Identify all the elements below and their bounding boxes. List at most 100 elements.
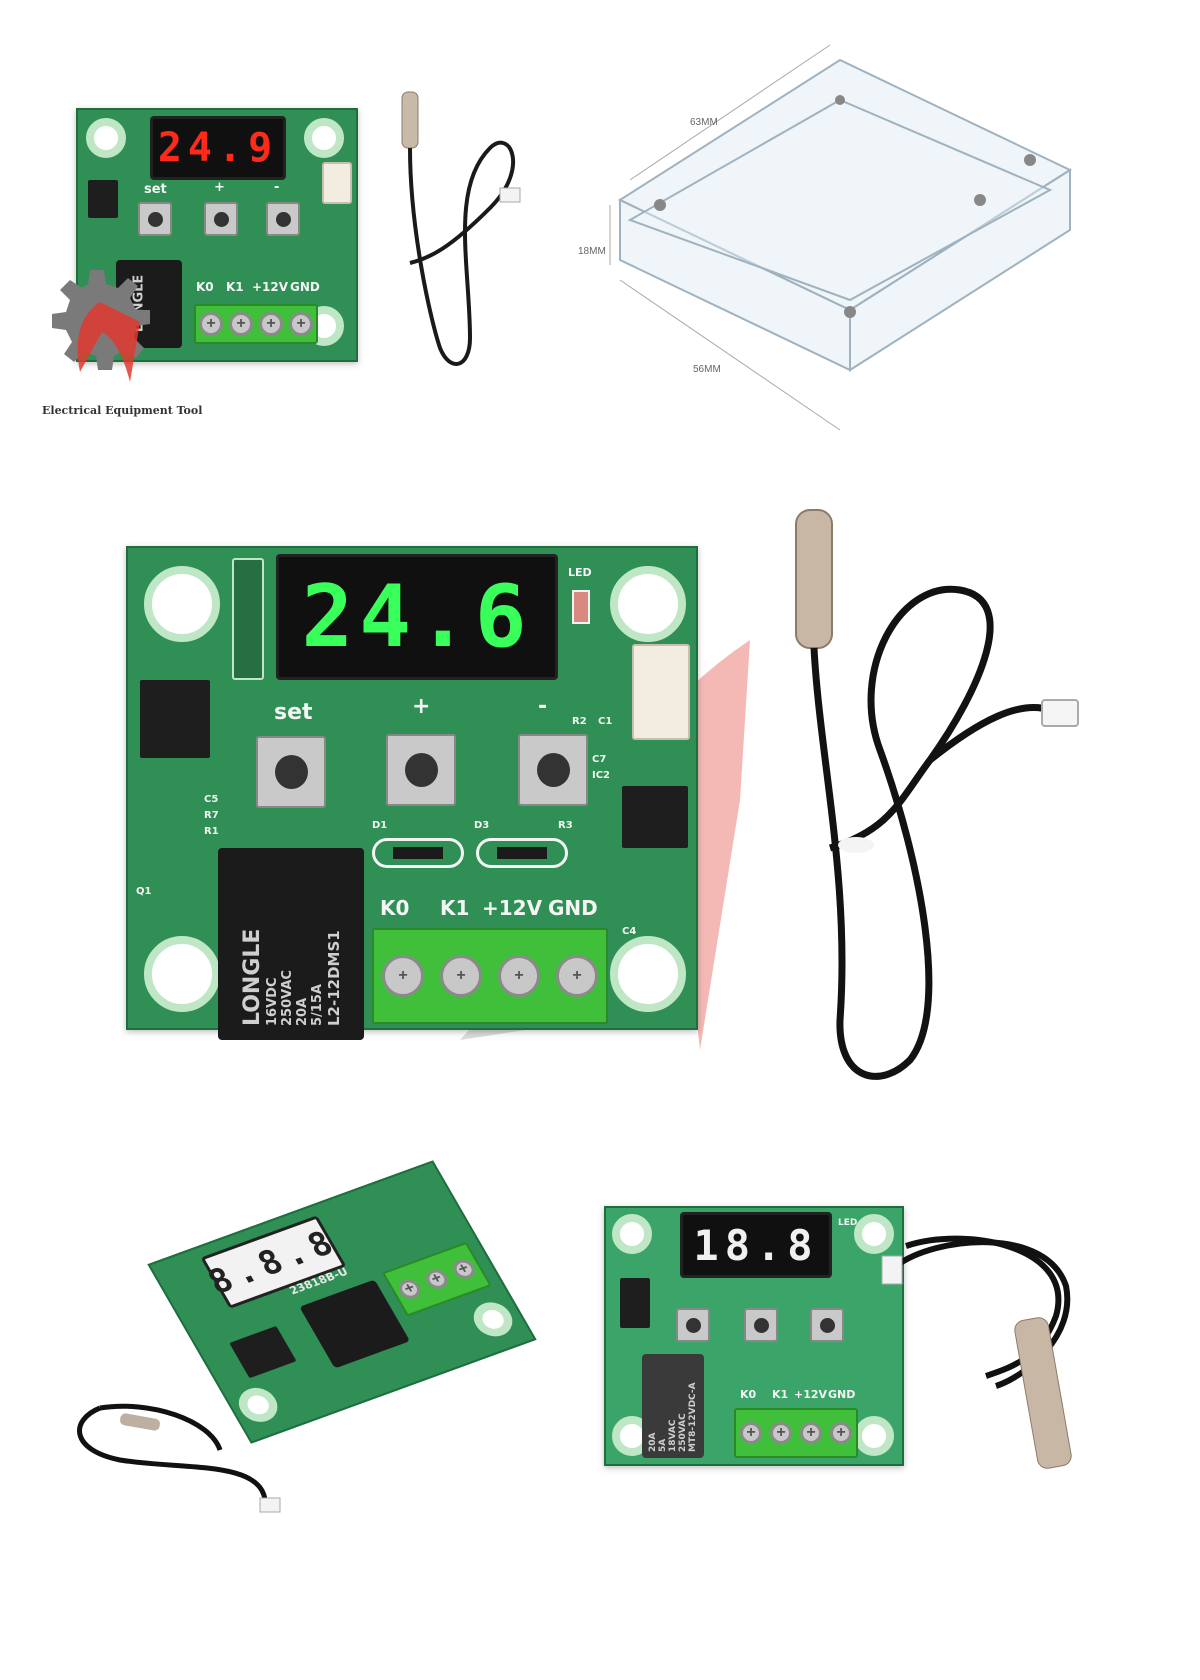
mount-hole — [854, 1416, 894, 1456]
relay: 20A 5A 18VAC 250VAC MT8-12VDC-A — [642, 1354, 704, 1458]
mount-hole — [466, 1297, 520, 1342]
relay-spec: 18VAC — [668, 1419, 678, 1452]
case-length-label: 63MM — [690, 117, 718, 128]
case-height-label: 18MM — [578, 246, 606, 257]
component-label-r3: R3 — [558, 820, 573, 831]
terminal-label-12v: +12V — [482, 896, 543, 920]
relay-spec: 5A — [658, 1438, 668, 1452]
screw-terminal — [381, 1241, 492, 1317]
ic-chip — [620, 1278, 650, 1328]
screw — [830, 1422, 852, 1444]
component-label-c5: C5 — [204, 794, 219, 805]
component-label-r2: R2 — [572, 716, 587, 727]
temperature-display: 24.9 — [150, 116, 286, 180]
relay-model: MT8-12VDC-A — [688, 1382, 698, 1452]
plus-label: + — [412, 694, 431, 719]
component-label-ic2: IC2 — [592, 770, 611, 781]
set-button[interactable] — [138, 202, 172, 236]
set-button[interactable] — [256, 736, 326, 808]
screw — [259, 312, 283, 336]
minus-button[interactable] — [518, 734, 588, 806]
sensor-connector — [322, 162, 352, 204]
component-label-q1: Q1 — [136, 886, 152, 897]
plus-button[interactable] — [204, 202, 238, 236]
screw — [498, 955, 540, 997]
temperature-display: 8.8.8 — [200, 1215, 347, 1309]
temperature-probe — [795, 509, 1079, 1080]
terminal-label-k0: K0 — [740, 1388, 757, 1401]
sensor-connector — [632, 644, 690, 740]
led-label: LED — [568, 566, 592, 579]
component-label-c1: C1 — [598, 716, 613, 727]
mount-hole — [304, 118, 344, 158]
relay-spec: 5/15A — [309, 984, 325, 1026]
screw — [199, 312, 223, 336]
terminal-label-gnd: GND — [290, 280, 320, 294]
voltage-regulator — [622, 786, 688, 848]
diode-d1 — [372, 838, 464, 868]
relay-spec: 250VAC — [678, 1413, 688, 1452]
screw — [800, 1422, 822, 1444]
screw — [395, 1276, 425, 1302]
minus-button[interactable] — [266, 202, 300, 236]
set-label: set — [274, 700, 313, 725]
plus-label: + — [214, 180, 225, 195]
plus-button[interactable] — [386, 734, 456, 806]
header-pins — [232, 558, 264, 680]
mount-hole — [610, 566, 686, 642]
screw-terminal — [372, 928, 608, 1024]
terminal-label-k1: K1 — [772, 1388, 789, 1401]
screw — [770, 1422, 792, 1444]
mount-hole — [854, 1214, 894, 1254]
minus-button[interactable] — [810, 1308, 844, 1342]
relay: LONGLE 16VDC 250VAC 20A 5/15A L2-12DMS1 — [218, 848, 364, 1040]
terminal-label-gnd: GND — [548, 896, 598, 920]
plus-button[interactable] — [744, 1308, 778, 1342]
screw — [740, 1422, 762, 1444]
minus-label: - — [538, 694, 548, 719]
component-label-c7: C7 — [592, 754, 607, 765]
mount-hole — [144, 936, 220, 1012]
gear-icon — [52, 270, 150, 382]
component-label-d3: D3 — [474, 820, 490, 831]
acrylic-case — [609, 44, 1073, 431]
relay-model: L2-12DMS1 — [324, 930, 343, 1026]
main-thermostat-board: 24.6 LED set + - R2 C1 C7 IC2 C5 R7 R1 Q… — [126, 546, 698, 1040]
relay-spec: 250VAC — [279, 970, 295, 1026]
terminal-label-12v: +12V — [252, 280, 289, 294]
set-label: set — [144, 182, 167, 197]
terminal-label-k1: K1 — [440, 896, 470, 920]
screw-terminal — [194, 304, 318, 344]
set-button[interactable] — [676, 1308, 710, 1342]
temperature-display: 18.8 — [680, 1212, 832, 1278]
screw — [382, 955, 424, 997]
component-label-r7: R7 — [204, 810, 219, 821]
led-label: LED — [838, 1218, 858, 1228]
screw — [556, 955, 598, 997]
screw — [229, 312, 253, 336]
bottom-right-thermostat-board: 18.8 LED 20A 5A 18VAC 250VAC MT8-12VDC-A… — [604, 1206, 904, 1466]
ic-chip — [88, 180, 118, 218]
temperature-probe — [401, 91, 521, 366]
brand-logo-text: Electrical Equipment Tool — [42, 404, 203, 417]
case-width-label: 56MM — [693, 364, 721, 375]
ic-chip — [229, 1325, 297, 1379]
mount-hole — [612, 1214, 652, 1254]
terminal-label-gnd: GND — [828, 1388, 856, 1401]
mount-hole — [610, 936, 686, 1012]
relay-spec: 20A — [294, 997, 310, 1026]
temperature-display: 24.6 — [276, 554, 558, 680]
terminal-label-12v: +12V — [794, 1388, 828, 1401]
relay-spec: 16VDC — [264, 977, 280, 1026]
screw — [289, 312, 313, 336]
terminal-label-k0: K0 — [380, 896, 410, 920]
mount-hole — [86, 118, 126, 158]
minus-label: - — [274, 180, 280, 195]
component-label-d1: D1 — [372, 820, 388, 831]
ic-chip — [140, 680, 210, 758]
temperature-probe — [881, 1235, 1072, 1469]
component-label-c4: C4 — [622, 926, 637, 937]
terminal-label-k0: K0 — [196, 280, 214, 294]
screw — [440, 955, 482, 997]
screw-terminal — [734, 1408, 858, 1458]
